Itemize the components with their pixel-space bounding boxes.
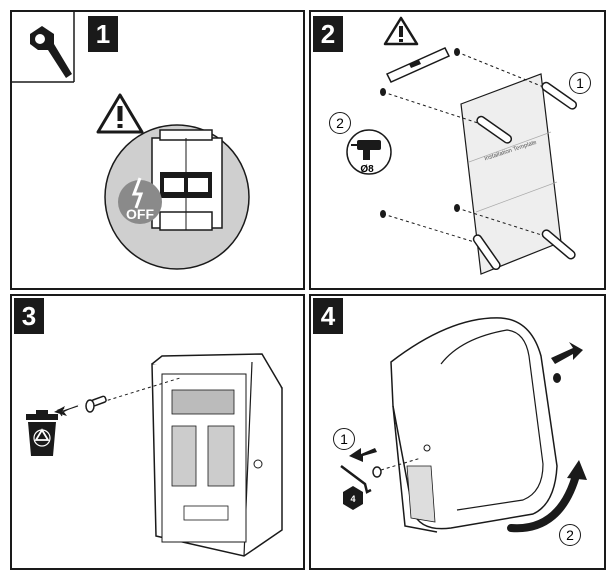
charger-housing — [390, 317, 558, 533]
screw — [85, 395, 107, 413]
rotate-arrow — [507, 460, 587, 533]
screw-path — [380, 457, 422, 471]
wall-plugs — [380, 48, 460, 218]
alignment-lines — [382, 51, 552, 245]
step-2-panel: Installation Template — [309, 10, 606, 290]
lightning-icon — [131, 177, 144, 209]
arrow-icon — [551, 342, 583, 364]
step-1-panel: OFF 1 — [10, 10, 305, 290]
recycle-bin-icon — [26, 410, 58, 456]
callout-screw: 1 — [333, 428, 355, 450]
callout-rods: 1 — [569, 72, 591, 94]
circuit-breaker — [151, 129, 223, 231]
screw-right — [553, 373, 561, 383]
step-1-illustration: OFF — [12, 12, 250, 270]
callout-rotate: 2 — [559, 524, 581, 546]
screw — [372, 466, 382, 478]
warning-icon — [96, 93, 144, 134]
hex-key-size: 4 — [350, 494, 355, 504]
arrow-icon — [54, 404, 80, 416]
step-number-4: 4 — [313, 298, 343, 334]
charger-housing — [151, 353, 283, 557]
step-4-panel: 4 4 1 2 — [309, 294, 606, 570]
spirit-level — [385, 47, 451, 83]
warning-icon — [383, 16, 419, 46]
step-number-2: 2 — [313, 16, 343, 52]
step-number-1: 1 — [88, 16, 118, 52]
step-2-illustration: Installation Template — [346, 16, 578, 275]
step-3-illustration — [26, 353, 283, 557]
arrow-icon — [349, 448, 377, 462]
off-label: OFF — [126, 206, 154, 222]
callout-drill: 2 — [329, 112, 351, 134]
fixing-rods — [472, 81, 578, 271]
wrench-icon — [12, 12, 75, 83]
hex-key-icon — [340, 465, 372, 494]
screw-path — [101, 377, 181, 403]
drill-icon — [351, 140, 381, 160]
drill-size-label: Ø8 — [360, 164, 374, 175]
off-circle — [118, 180, 162, 224]
step-3-panel: 3 — [10, 294, 305, 570]
step-number-3: 3 — [14, 298, 44, 334]
step-4-illustration: 4 — [340, 317, 587, 533]
hex-size-badge — [343, 486, 363, 510]
